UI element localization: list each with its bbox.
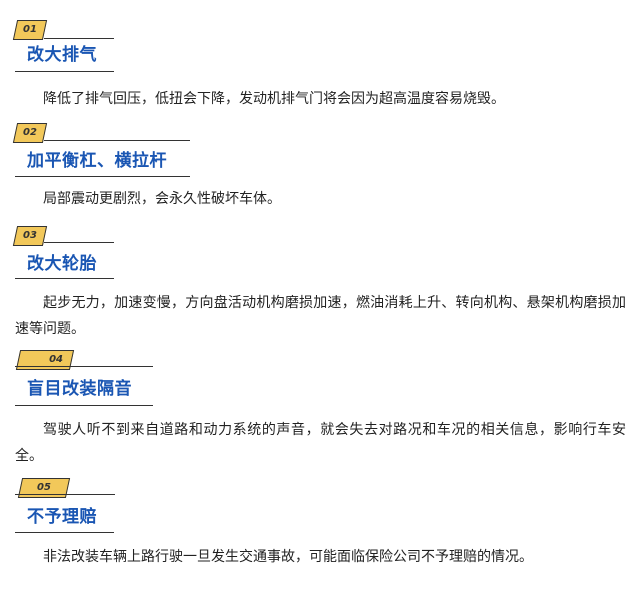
section-body: 起步无力，加速变慢，方向盘活动机构磨损加速，燃油消耗上升、转向机构、悬架机构磨损… xyxy=(15,295,626,337)
section-number-badge: 01 xyxy=(12,20,48,40)
section-number: 02 xyxy=(23,127,37,138)
title-underline xyxy=(15,278,114,279)
badge-divider xyxy=(15,366,153,367)
badge-divider xyxy=(15,494,115,495)
section-number: 03 xyxy=(23,230,37,241)
badge-divider xyxy=(44,140,190,141)
section-number-badge: 04 xyxy=(15,350,75,370)
section-body: 降低了排气回压，低扭会下降，发动机排气门将会因为超高温度容易烧毁。 xyxy=(43,91,505,107)
section-number-badge: 03 xyxy=(12,226,48,246)
title-underline xyxy=(15,532,114,533)
title-underline xyxy=(15,71,114,72)
section-title: 不予理赔 xyxy=(27,507,97,527)
section-title: 加平衡杠、横拉杆 xyxy=(27,151,167,171)
section-title: 改大排气 xyxy=(27,45,97,65)
badge-divider xyxy=(44,38,114,39)
badge-divider xyxy=(44,242,114,243)
section-number-badge: 02 xyxy=(12,123,48,143)
section-number-badge: 05 xyxy=(17,478,71,498)
title-underline xyxy=(15,405,153,406)
section-title: 盲目改装隔音 xyxy=(27,379,132,399)
title-underline xyxy=(15,176,190,177)
section-body: 局部震动更剧烈，会永久性破坏车体。 xyxy=(43,191,281,207)
section-body: 非法改装车辆上路行驶一旦发生交通事故，可能面临保险公司不予理赔的情况。 xyxy=(43,549,533,565)
section-title: 改大轮胎 xyxy=(27,254,97,274)
section-body: 驾驶人听不到来自道路和动力系统的声音，就会失去对路况和车况的相关信息，影响行车安… xyxy=(15,422,626,464)
section-number: 01 xyxy=(23,24,37,35)
